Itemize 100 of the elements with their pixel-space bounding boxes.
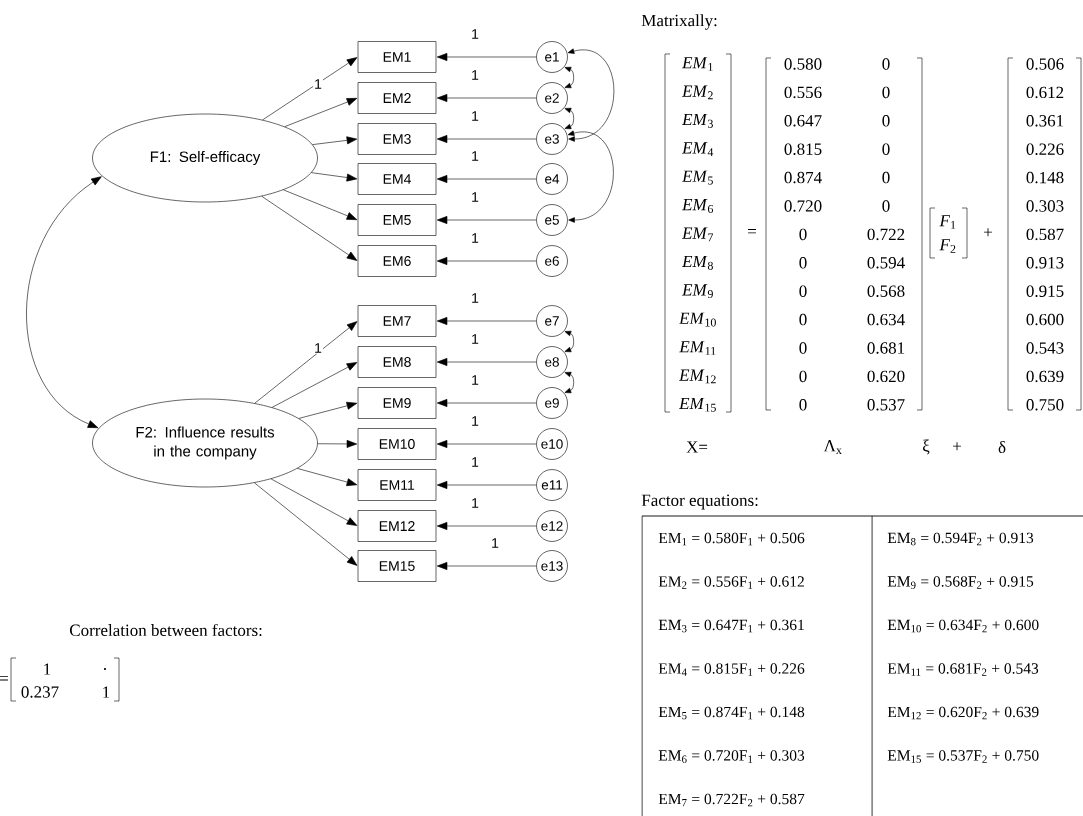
arrow (270, 478, 358, 526)
matrix-entry: 0.913 (1026, 257, 1064, 269)
matrix-entry: 0.750 (1026, 399, 1064, 411)
matrix-entry: F$_{1}$ (939, 215, 956, 229)
edge-label: 1 (470, 292, 480, 304)
edge-label: 1 (470, 333, 480, 345)
matrix-entry: EM$_{12}$ (678, 369, 716, 384)
heading: Correlation between factors: (70, 623, 262, 637)
matrix-entry: EM$_{11}$ (679, 341, 716, 355)
matrix-entry: 0.639 (1026, 370, 1064, 383)
arrow (567, 130, 614, 223)
matrix-entry: 0 (882, 200, 890, 212)
matrix-entry: F$_{2}$ (939, 239, 956, 253)
matrix-entry: 0.681 (867, 342, 905, 354)
matrix-entry: EM$_{4}$ (681, 142, 714, 157)
equation-symbol: X= (686, 441, 708, 453)
indicator-box: EM8 (357, 346, 437, 378)
table-cell: EM$_{9}$ = 0.568F$_{2}$ + 0.915 (887, 576, 1034, 589)
matrix-entry: 0 (799, 399, 807, 411)
matrix-entry: 0 (799, 257, 807, 269)
equals-sign: = (748, 229, 756, 234)
edge-label: 1 (313, 78, 323, 90)
edge-label: 1 (470, 28, 480, 40)
arrow (436, 216, 537, 224)
matrix-entry: . (104, 668, 106, 670)
indicator-box: EM6 (357, 245, 437, 277)
table-cell: EM$_{6}$ = 0.720F$_{1}$ + 0.303 (658, 750, 805, 763)
edge-label: 1 (470, 232, 480, 244)
matrix-entry: 0.620 (867, 370, 905, 383)
indicator-box: EM5 (357, 204, 437, 236)
arrow (436, 53, 537, 61)
matrix-entry: 0 (882, 171, 890, 184)
matrix-entry: EM$_{10}$ (678, 312, 716, 327)
table-cell: EM$_{1}$ = 0.580F$_{1}$ + 0.506 (658, 532, 805, 546)
indicator-box: EM12 (357, 510, 437, 542)
arrow (567, 48, 615, 142)
edge-label: 1 (470, 456, 480, 468)
matrix-entry: EM$_{15}$ (678, 397, 716, 412)
edge-label: 1 (470, 150, 480, 162)
matrix-entry: 0 (799, 228, 807, 241)
matrix-entry: 0.815 (784, 143, 822, 155)
arrow (298, 401, 358, 419)
matrix-entry: 0 (799, 285, 807, 297)
arrow (564, 371, 574, 394)
indicator-box: EM1 (357, 41, 437, 73)
indicator-box: EM2 (357, 82, 437, 114)
matrix-entry: 0.647 (784, 115, 822, 127)
arrow (436, 399, 537, 407)
matrix-entry: EM$_{8}$ (681, 255, 713, 270)
matrix-entry: 0.556 (784, 86, 822, 99)
matrix-entry: 0 (882, 143, 890, 155)
arrow (262, 57, 358, 121)
arrow (26, 176, 102, 429)
equation-symbol: Λ$_{x}$ (823, 440, 842, 454)
arrow (564, 330, 574, 353)
matrix-entry: 0 (799, 370, 807, 383)
matrix-entry: EM$_{7}$ (681, 227, 714, 242)
arrow (311, 172, 358, 182)
matrix-entry: 0 (882, 115, 890, 127)
arrow (436, 562, 537, 570)
matrix-entry: EM$_{3}$ (681, 113, 713, 128)
matrix-entry: 0.537 (867, 399, 905, 411)
table-cell: EM$_{12}$ = 0.620F$_{2}$ + 0.639 (887, 706, 1039, 720)
table-cell: EM$_{11}$ = 0.681F$_{2}$ + 0.543 (887, 663, 1039, 676)
table-cell: EM$_{2}$ = 0.556F$_{1}$ + 0.612 (658, 576, 804, 589)
arrow (312, 136, 358, 145)
table-cell: EM$_{8}$ = 0.594F$_{2}$ + 0.913 (887, 532, 1034, 546)
indicator-box: EM3 (357, 123, 437, 155)
indicator-box: EM4 (357, 163, 437, 195)
table-cell: EM$_{5}$ = 0.874F$_{1}$ + 0.148 (658, 706, 805, 720)
edge-label: 1 (470, 415, 480, 427)
matrix-entry: 0.594 (867, 257, 905, 269)
matrix-entry: 0 (882, 86, 890, 99)
table-cell: EM$_{7}$ = 0.722F$_{2}$ + 0.587 (658, 793, 805, 807)
matrix-entry: EM$_{5}$ (681, 170, 713, 185)
matrix-entry: EM$_{2}$ (681, 85, 713, 100)
matrix-entry: EM$_{6}$ (681, 199, 714, 213)
matrix-entry: 0.634 (867, 313, 905, 326)
arrow (283, 189, 358, 220)
matrix-entry: 0 (799, 313, 807, 326)
table-cell: EM$_{3}$ = 0.647F$_{1}$ + 0.361 (658, 619, 804, 633)
heading: Factor equations: (641, 494, 758, 510)
edge-label: 1 (470, 497, 480, 509)
matrix-entry: 0.722 (867, 228, 905, 241)
edge-label: 1 (490, 537, 500, 549)
matrix-entry: 0.612 (1026, 86, 1064, 99)
matrix-entry: 0.720 (784, 200, 822, 212)
edge-label: 1 (313, 342, 323, 354)
table-cell: EM$_{15}$ = 0.537F$_{2}$ + 0.750 (887, 750, 1039, 763)
matrix-entry: 0.543 (1026, 342, 1064, 354)
arrow (271, 362, 358, 408)
arrow (254, 321, 358, 404)
matrix-entry: 1 (103, 686, 110, 698)
edge-label: 1 (470, 374, 480, 386)
matrix-entry: 0.361 (1026, 115, 1064, 127)
matrix-entry: 0.226 (1026, 143, 1064, 155)
matrix-entry: 0.587 (1026, 228, 1064, 241)
heading: Matrixally: (641, 14, 717, 30)
arrow (436, 522, 537, 530)
equation-symbol: ξ (923, 439, 930, 455)
